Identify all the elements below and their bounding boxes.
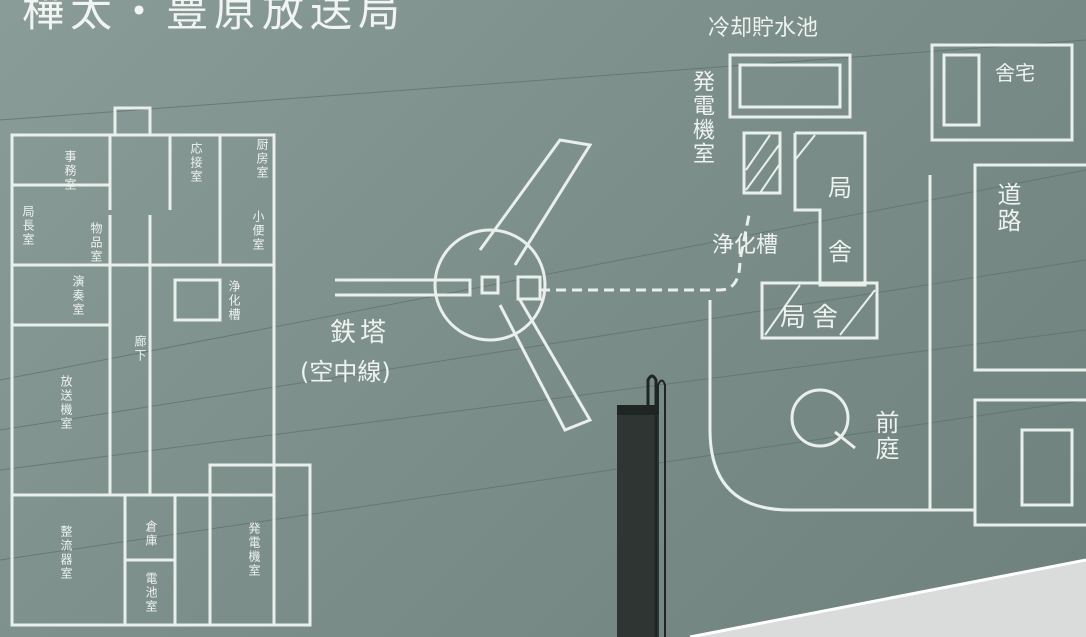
label-station-house-upper: 局	[828, 174, 852, 202]
label-front-garden: 前庭	[871, 410, 899, 462]
label-battery: 電池室	[144, 572, 158, 614]
overhead-wires	[0, 39, 1086, 561]
label-station-house-upper-2: 舎	[828, 238, 852, 266]
label-reception: 応接室	[189, 142, 203, 184]
label-warehouse: 倉庫	[144, 520, 158, 548]
label-cooling-pond: 冷却貯水池	[708, 16, 819, 41]
page-title: 樺太・豊原放送局	[22, 0, 407, 36]
label-director: 局長室	[21, 205, 35, 247]
label-tower: 鉄塔	[330, 318, 391, 348]
label-generator-room: 発電機室	[689, 70, 714, 166]
label-purifier: 浄化槽	[712, 233, 779, 258]
label-corridor: 廊下	[133, 335, 147, 363]
chimney	[617, 405, 659, 637]
label-cubicle: 小便室	[251, 210, 265, 252]
label-transmitter: 放送機室	[59, 375, 73, 431]
label-floor-generator: 発電機室	[247, 522, 261, 578]
label-amplifier: 整流器室	[59, 525, 73, 581]
label-performance: 演奏室	[71, 275, 85, 317]
site-plan-lines	[10, 43, 1086, 627]
label-floor-purifier: 浄化槽	[227, 280, 241, 322]
label-office: 事務室	[63, 150, 77, 192]
label-tower-note: (空中線)	[300, 358, 391, 386]
label-housing: 舎宅	[995, 61, 1035, 85]
label-storage: 物品室	[89, 222, 103, 264]
label-station-house-lower: 局舎	[780, 303, 845, 333]
label-kitchen: 厨房室	[255, 138, 269, 180]
label-road: 道路	[993, 182, 1021, 234]
hatching	[745, 134, 876, 336]
